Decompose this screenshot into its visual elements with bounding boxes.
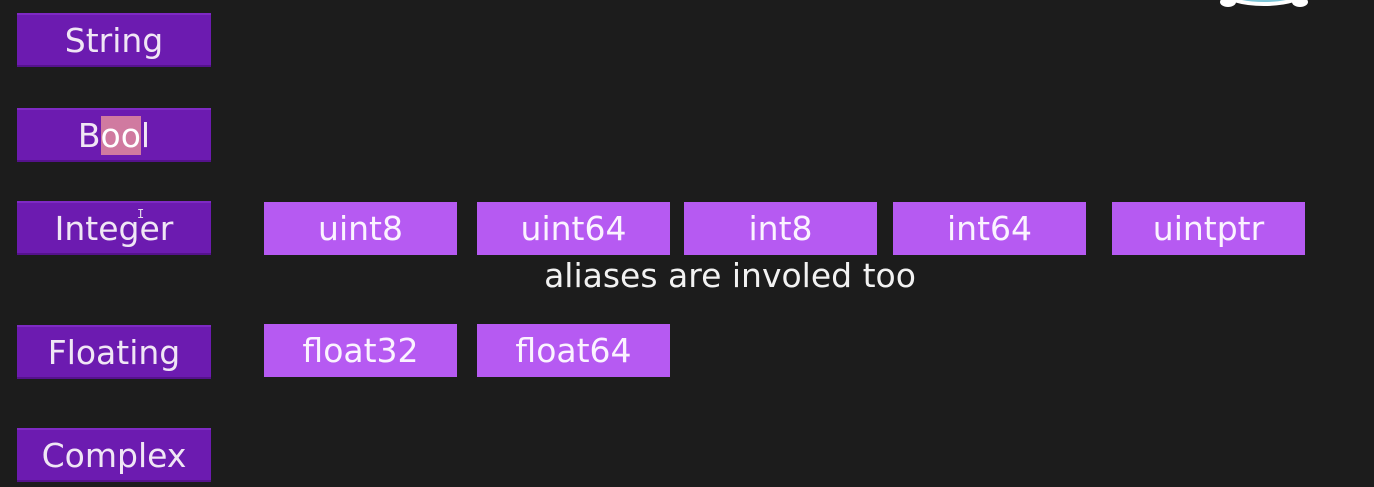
uint64-label: uint64 [520, 209, 627, 248]
uintptr-box: uintptr [1112, 202, 1305, 255]
int8-box: int8 [684, 202, 877, 255]
integer-box: Integer [17, 201, 211, 255]
bool-box: Bool [17, 108, 211, 162]
int8-label: int8 [748, 209, 813, 248]
int64-label: int64 [946, 209, 1032, 248]
floating-label: Floating [47, 332, 181, 372]
bool-label-highlight: oo [100, 115, 141, 155]
bool-label-prefix: B [77, 115, 101, 155]
floating-box: Floating [17, 325, 211, 379]
complex-box: Complex [17, 428, 211, 482]
uint8-label: uint8 [318, 209, 403, 248]
int64-box: int64 [893, 202, 1086, 255]
float32-box: float32 [264, 324, 457, 377]
complex-label: Complex [41, 435, 187, 475]
aliases-caption: aliases are involed too [544, 256, 916, 295]
string-label: String [64, 20, 164, 60]
float64-box: float64 [477, 324, 670, 377]
uint64-box: uint64 [477, 202, 670, 255]
bool-label-suffix: l [140, 115, 151, 155]
float64-label: float64 [515, 331, 632, 370]
text-cursor-icon: I [137, 207, 145, 221]
string-box: String [17, 13, 211, 67]
float32-label: float32 [302, 331, 419, 370]
integer-label: Integer [54, 208, 174, 248]
uintptr-label: uintptr [1152, 209, 1265, 248]
bool-label: Bool [77, 115, 151, 155]
uint8-box: uint8 [264, 202, 457, 255]
mascot-logo-icon [1220, 0, 1308, 7]
